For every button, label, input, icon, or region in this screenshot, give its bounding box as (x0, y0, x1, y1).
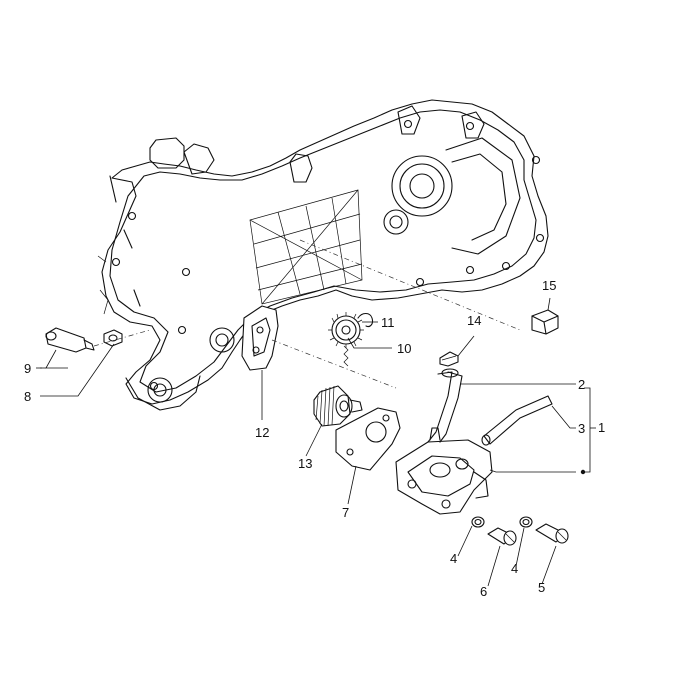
callout-9: 9 (24, 361, 31, 376)
part-5-screw (535, 523, 569, 544)
callout-7: 7 (342, 505, 349, 520)
callout-12: 12 (255, 425, 269, 440)
part-6-screw (487, 527, 517, 546)
callout-labels: 1 2 3 4 4 5 6 7 8 9 10 11 12 13 14 15 (24, 278, 605, 599)
part-8-nut (93, 329, 151, 347)
part-7-gasket (335, 407, 401, 471)
callout-1: 1 (598, 420, 605, 435)
callout-3: 3 (578, 421, 585, 436)
callout-11: 11 (381, 315, 395, 330)
callout-4a: 4 (450, 551, 457, 566)
callout-10: 10 (397, 341, 411, 356)
part-14-screw (439, 351, 459, 367)
callout-2: 2 (578, 377, 585, 392)
part-1-oil-pump (395, 427, 493, 515)
part-3-hose (481, 395, 553, 446)
part-2-hose (427, 368, 463, 443)
part-10-gear (328, 312, 364, 348)
leader-lines (36, 297, 596, 587)
callout-13: 13 (298, 456, 312, 471)
callout-15: 15 (542, 278, 556, 293)
callout-14: 14 (467, 313, 481, 328)
callout-6: 6 (480, 584, 487, 599)
callout-5: 5 (538, 580, 545, 595)
part-15-clip (531, 309, 559, 335)
part-9-stud (45, 327, 95, 353)
part-12-bracket (241, 305, 397, 389)
part-4-washers (471, 516, 533, 528)
callout-8: 8 (24, 389, 31, 404)
callout-4b: 4 (511, 561, 518, 576)
part-11-circlip (343, 312, 374, 367)
part-13-drive-gear (313, 385, 363, 427)
crankcase (97, 99, 549, 411)
